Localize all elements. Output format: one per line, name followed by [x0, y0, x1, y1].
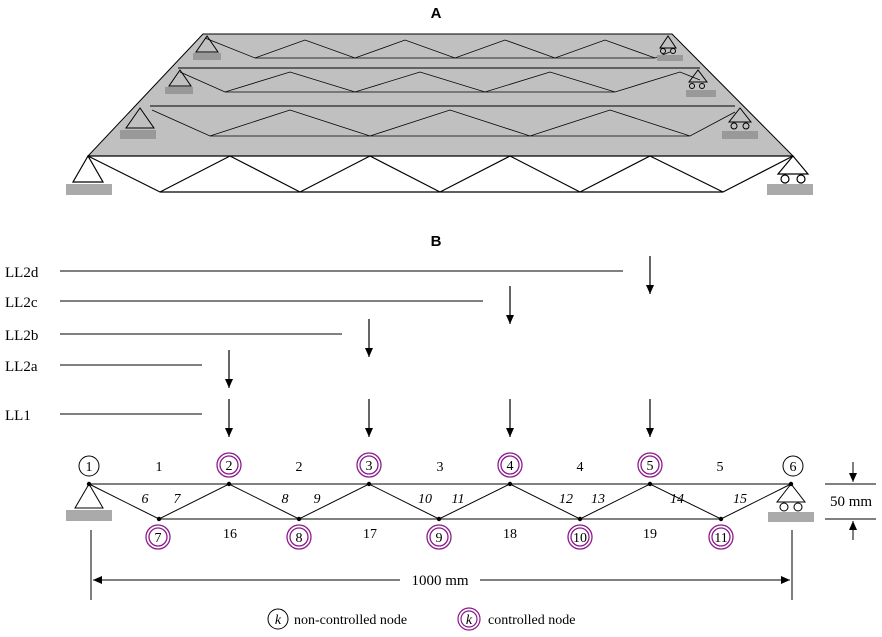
legend-non-controlled-symbol	[267, 608, 289, 630]
joint-dot	[436, 516, 442, 522]
member-label-top-chord: 3	[437, 460, 444, 475]
legend-non-controlled-label: non-controlled node	[294, 613, 407, 628]
non-controlled-node: 1	[78, 455, 100, 477]
member-label-top-chord: 5	[717, 460, 724, 475]
node-number: 6	[790, 460, 797, 475]
front-roller-support	[767, 155, 813, 195]
load-case-label: LL2b	[5, 328, 38, 344]
member-label-diagonal: 11	[452, 492, 465, 507]
member-label-diagonal: 13	[591, 492, 605, 507]
panel-b-label: B	[431, 233, 442, 250]
span-dimension: 1000 mm	[90, 530, 793, 600]
controlled-node: 7	[145, 524, 171, 550]
front-pin-support	[66, 154, 112, 195]
joint-dot	[296, 516, 302, 522]
deck-pin-support-3	[120, 107, 156, 139]
node-number: 10	[573, 531, 587, 546]
controlled-node: 8	[286, 524, 312, 550]
legend-symbol-k: k	[275, 613, 282, 628]
member-label-diagonal: 10	[418, 492, 432, 507]
deck-roller-support-1	[657, 35, 683, 61]
member-label-top-chord: 2	[296, 460, 303, 475]
node-number: 3	[366, 459, 373, 474]
node-number: 4	[507, 459, 514, 474]
controlled-node: 2	[216, 452, 242, 478]
joint-dot	[156, 516, 162, 522]
deck-roller-support-3	[722, 107, 758, 139]
legend-controlled-label: controlled node	[488, 613, 575, 628]
diagonals	[88, 483, 792, 520]
member-label-diagonal: 14	[670, 492, 684, 507]
legend-symbol-k-controlled: k	[466, 613, 473, 628]
panel-a-label: A	[431, 5, 442, 22]
joint-dot	[86, 481, 92, 487]
member-label-bottom-chord: 19	[643, 527, 657, 542]
joint-dot	[577, 516, 583, 522]
member-label-diagonal: 12	[559, 492, 573, 507]
node-number: 11	[714, 531, 727, 546]
joint-dot	[718, 516, 724, 522]
deck-truss-row-2	[179, 71, 701, 93]
member-label-bottom-chord: 18	[503, 527, 517, 542]
node-number: 5	[647, 459, 654, 474]
deck-3d-view	[66, 33, 813, 195]
joint-dot	[226, 481, 232, 487]
depth-dimension: 50 mm	[825, 462, 876, 540]
member-label-diagonal: 6	[142, 492, 149, 507]
controlled-node: 11	[708, 524, 734, 550]
deck-roller-support-2	[686, 69, 716, 97]
joint-dots	[86, 481, 794, 522]
joint-dot	[647, 481, 653, 487]
member-label-diagonal: 9	[314, 492, 321, 507]
deck-truss-row-3	[151, 109, 736, 137]
member-label-diagonal: 15	[733, 492, 747, 507]
node-number: 2	[226, 459, 233, 474]
node-number: 9	[436, 531, 443, 546]
span-label: 1000 mm	[411, 573, 468, 589]
node-number: 1	[86, 460, 93, 475]
member-label-diagonal: 8	[282, 492, 289, 507]
node-number: 7	[155, 531, 162, 546]
joint-dot	[507, 481, 513, 487]
member-label-bottom-chord: 17	[363, 527, 377, 542]
controlled-node: 3	[356, 452, 382, 478]
deck-pin-support-2	[165, 69, 193, 94]
load-case-label: LL2d	[5, 265, 39, 281]
deck-pin-support-1	[193, 35, 221, 60]
pin-support	[66, 483, 112, 521]
controlled-node: 10	[567, 524, 593, 550]
roller-support	[768, 483, 814, 522]
member-label-bottom-chord: 16	[223, 527, 237, 542]
member-label-diagonal: 7	[174, 492, 182, 507]
controlled-node: 4	[497, 452, 523, 478]
joint-dot	[788, 481, 794, 487]
member-label-top-chord: 1	[156, 460, 163, 475]
load-case-label: LL1	[5, 408, 31, 424]
load-case-label: LL2a	[5, 359, 38, 375]
node-number: 8	[296, 531, 303, 546]
controlled-node: 9	[426, 524, 452, 550]
legend: k non-controlled node k controlled node	[267, 607, 575, 631]
depth-label: 50 mm	[830, 494, 872, 510]
controlled-node: 5	[637, 452, 663, 478]
joint-dot	[366, 481, 372, 487]
member-label-top-chord: 4	[577, 460, 584, 475]
front-truss-diagonals	[87, 155, 794, 193]
non-controlled-node: 6	[782, 455, 804, 477]
load-case-label: LL2c	[5, 295, 38, 311]
